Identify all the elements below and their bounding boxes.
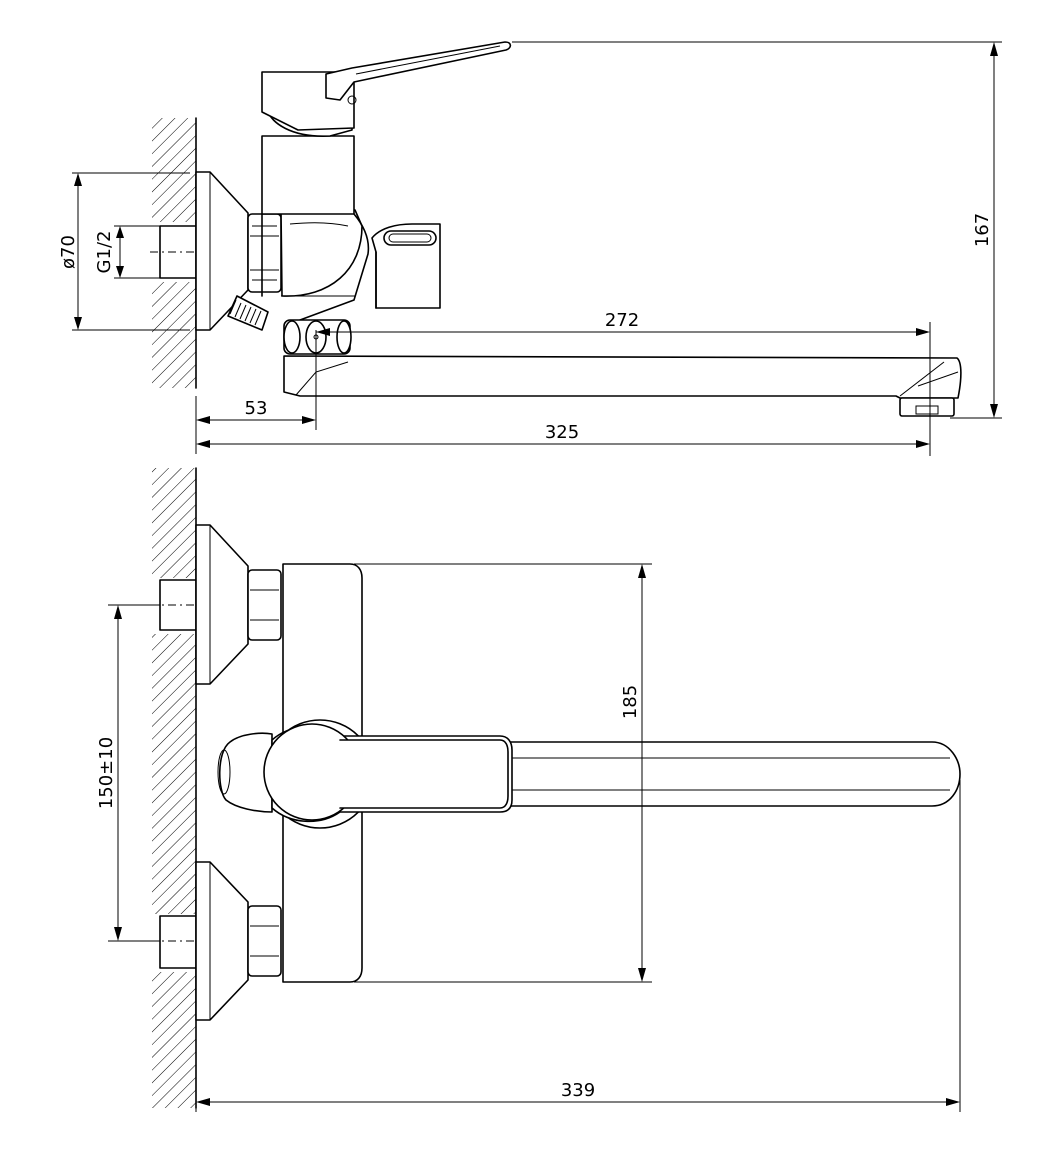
inlet-pipe-top-lower (150, 915, 212, 969)
dim-wall-offset: 53 (196, 330, 317, 430)
dim-label-body-height: 185 (620, 685, 641, 719)
dim-label-overall-length-top: 339 (561, 1080, 595, 1101)
flange-top-lower (195, 861, 282, 1021)
hex-nut-side (247, 213, 282, 293)
lever-handle-side (261, 41, 512, 131)
top-view: 150±10 185 339 (96, 467, 961, 1112)
dim-label-overall-height: 167 (972, 213, 993, 247)
dim-label-overall-length-side: 325 (545, 422, 579, 443)
swivel-joint (283, 319, 352, 355)
side-view: ø70 G1/2 272 53 (58, 41, 1002, 456)
dim-label-thread: G1/2 (94, 231, 115, 274)
diverter-button (371, 223, 441, 309)
wall-hatch-side (152, 117, 197, 389)
inlet-pipe-side (150, 225, 212, 279)
dim-label-flange-diameter: ø70 (58, 235, 79, 269)
dim-flange-diameter: ø70 (58, 172, 190, 331)
dim-overall-length-side: 325 (195, 396, 930, 454)
dim-overall-length-top: 339 (195, 780, 961, 1112)
dim-spout-reach: 272 (316, 310, 931, 456)
dim-overall-height: 167 (512, 41, 1002, 419)
wall-hatch-top (152, 467, 197, 1109)
diverter-nozzle (227, 295, 269, 331)
flange-top-upper (195, 524, 282, 685)
lever-handle-top (217, 719, 513, 829)
dim-label-wall-offset: 53 (245, 398, 268, 419)
dim-thread: G1/2 (94, 225, 160, 279)
dim-body-height: 185 (354, 563, 652, 983)
spout-side (283, 355, 962, 417)
dim-center-distance: 150±10 (96, 604, 160, 942)
inlet-pipe-top-upper (150, 579, 212, 631)
dim-label-spout-reach: 272 (605, 310, 639, 331)
dim-label-center-distance: 150±10 (96, 737, 117, 809)
